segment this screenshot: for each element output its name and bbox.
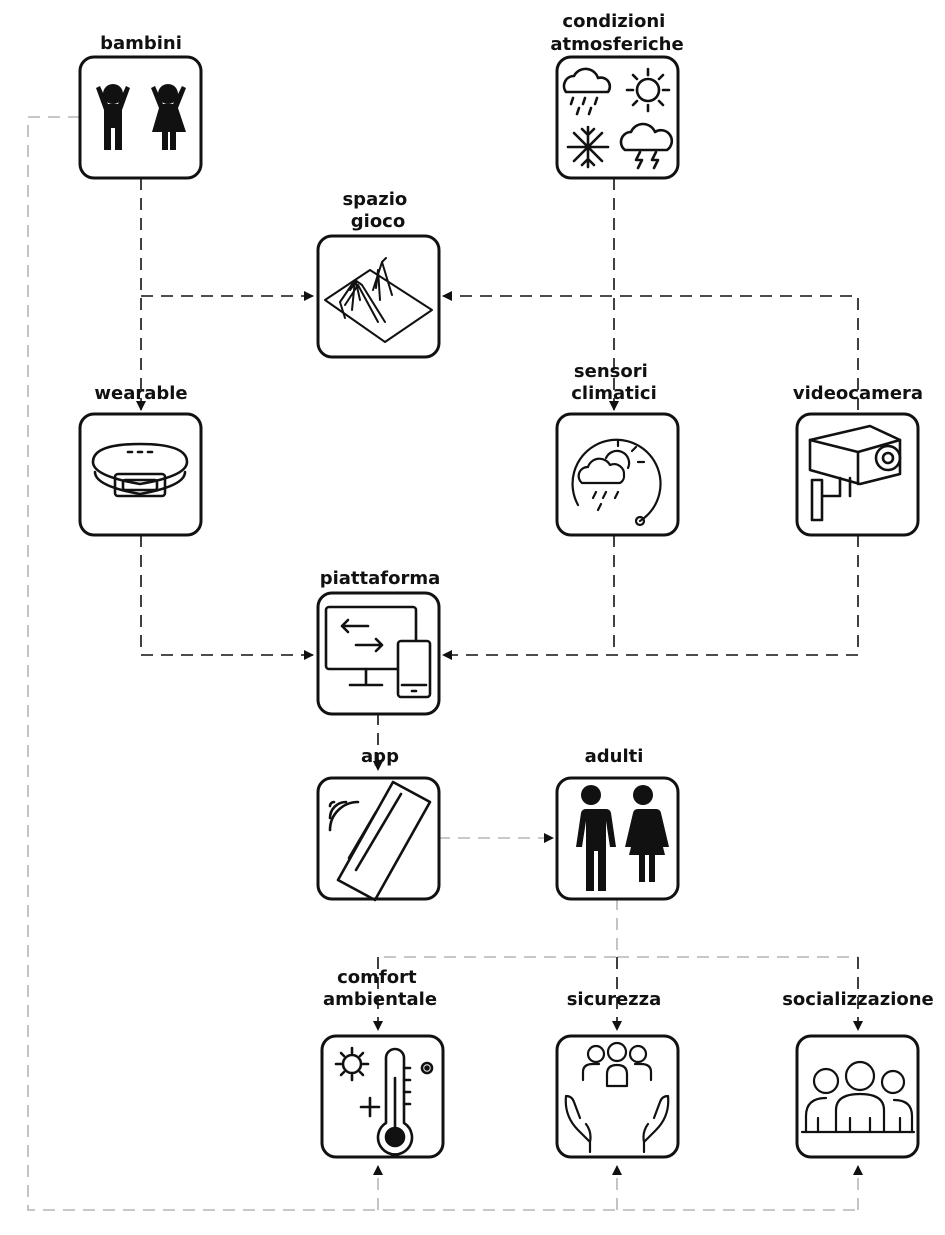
node-socializzazione[interactable]: socializzazione xyxy=(782,989,934,1159)
node-condizioni[interactable]: condizioni atmosferiche xyxy=(550,11,684,180)
thermometer-sun-icon xyxy=(334,1046,434,1156)
node-label: app xyxy=(361,746,399,767)
node-label: piattaforma xyxy=(320,568,441,589)
protected-people-icon xyxy=(564,1041,670,1154)
platform-devices-icon xyxy=(324,605,432,699)
node-label: sensori climatici xyxy=(571,361,657,404)
edge-videocamera-piattaforma xyxy=(442,535,859,660)
climate-sensor-icon xyxy=(571,438,662,527)
node-label: spazio gioco xyxy=(342,189,413,232)
edge-adulti-split xyxy=(378,898,858,958)
node-adulti[interactable]: adulti xyxy=(555,746,680,901)
node-app[interactable]: app xyxy=(316,746,441,902)
group-people-icon xyxy=(800,1060,916,1134)
node-label: comfort ambientale xyxy=(323,967,437,1010)
node-label: condizioni atmosferiche xyxy=(550,11,683,55)
node-label: sicurezza xyxy=(567,989,662,1010)
node-bambini[interactable]: bambini xyxy=(78,33,203,180)
smartphone-app-icon xyxy=(328,780,432,902)
edge-bambini-loop xyxy=(27,116,858,1211)
wristband-icon xyxy=(91,442,189,498)
connectors xyxy=(27,116,863,1211)
edge-wearable-piattaforma xyxy=(140,535,314,660)
node-videocamera[interactable]: videocamera xyxy=(793,383,923,537)
node-label: bambini xyxy=(100,33,182,54)
edge-videocamera-spazio xyxy=(442,291,859,410)
node-wearable[interactable]: wearable xyxy=(78,383,203,537)
children-icon xyxy=(96,84,186,150)
node-piattaforma[interactable]: piattaforma xyxy=(316,568,441,716)
node-spazio-gioco[interactable]: spazio gioco xyxy=(316,189,441,359)
node-sicurezza[interactable]: sicurezza xyxy=(555,989,680,1159)
security-camera-icon xyxy=(808,424,902,522)
playground-icon xyxy=(324,257,433,343)
node-comfort-ambientale[interactable]: comfort ambientale xyxy=(320,967,445,1159)
node-label: adulti xyxy=(585,746,644,767)
node-label: videocamera xyxy=(793,383,923,404)
node-label: socializzazione xyxy=(782,989,934,1010)
node-label: wearable xyxy=(94,383,187,404)
weather-conditions-icon xyxy=(562,67,674,170)
node-sensori-climatici[interactable]: sensori climatici xyxy=(555,361,680,537)
adults-icon xyxy=(576,785,669,891)
